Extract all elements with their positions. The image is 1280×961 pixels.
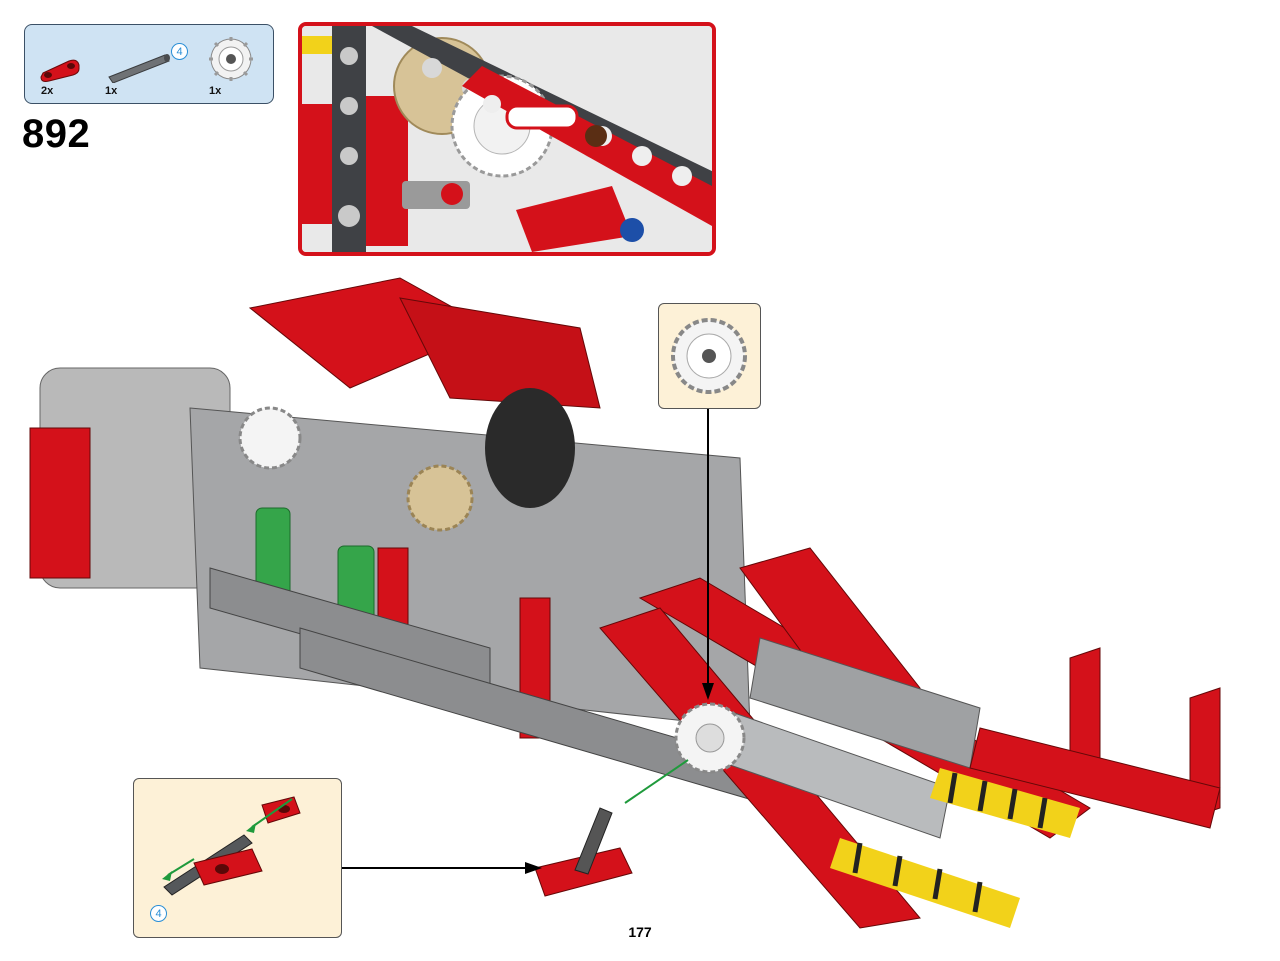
white-gear-icon <box>209 37 253 81</box>
model-assembly-illustration <box>29 277 1221 929</box>
step-number: 892 <box>22 112 91 156</box>
page-number: 177 <box>628 924 652 940</box>
part-qty-axle: 1x <box>105 85 118 97</box>
red-liftarm-icon <box>40 59 80 82</box>
part-qty-liftarm: 2x <box>41 85 54 97</box>
part-qty-gear: 1x <box>209 85 222 97</box>
zoom-detail-callout <box>298 22 716 256</box>
sub-assembly-illustration <box>162 796 301 896</box>
axle-length-callout: 4 <box>150 905 167 922</box>
white-gear-icon <box>671 318 747 394</box>
sub-assembly-box: 4 <box>133 778 342 938</box>
axle-length-callout: 4 <box>171 43 188 60</box>
gray-axle-icon <box>108 54 170 83</box>
parts-list-box: 2x 4 1x 1x <box>24 24 274 104</box>
zoom-detail-illustration <box>302 26 712 252</box>
gear-callout-box <box>658 303 761 409</box>
